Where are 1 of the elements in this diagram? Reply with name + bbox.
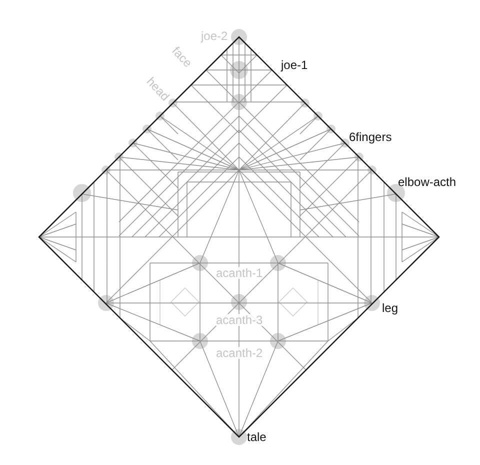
point-label: elbow-acth: [398, 176, 456, 188]
